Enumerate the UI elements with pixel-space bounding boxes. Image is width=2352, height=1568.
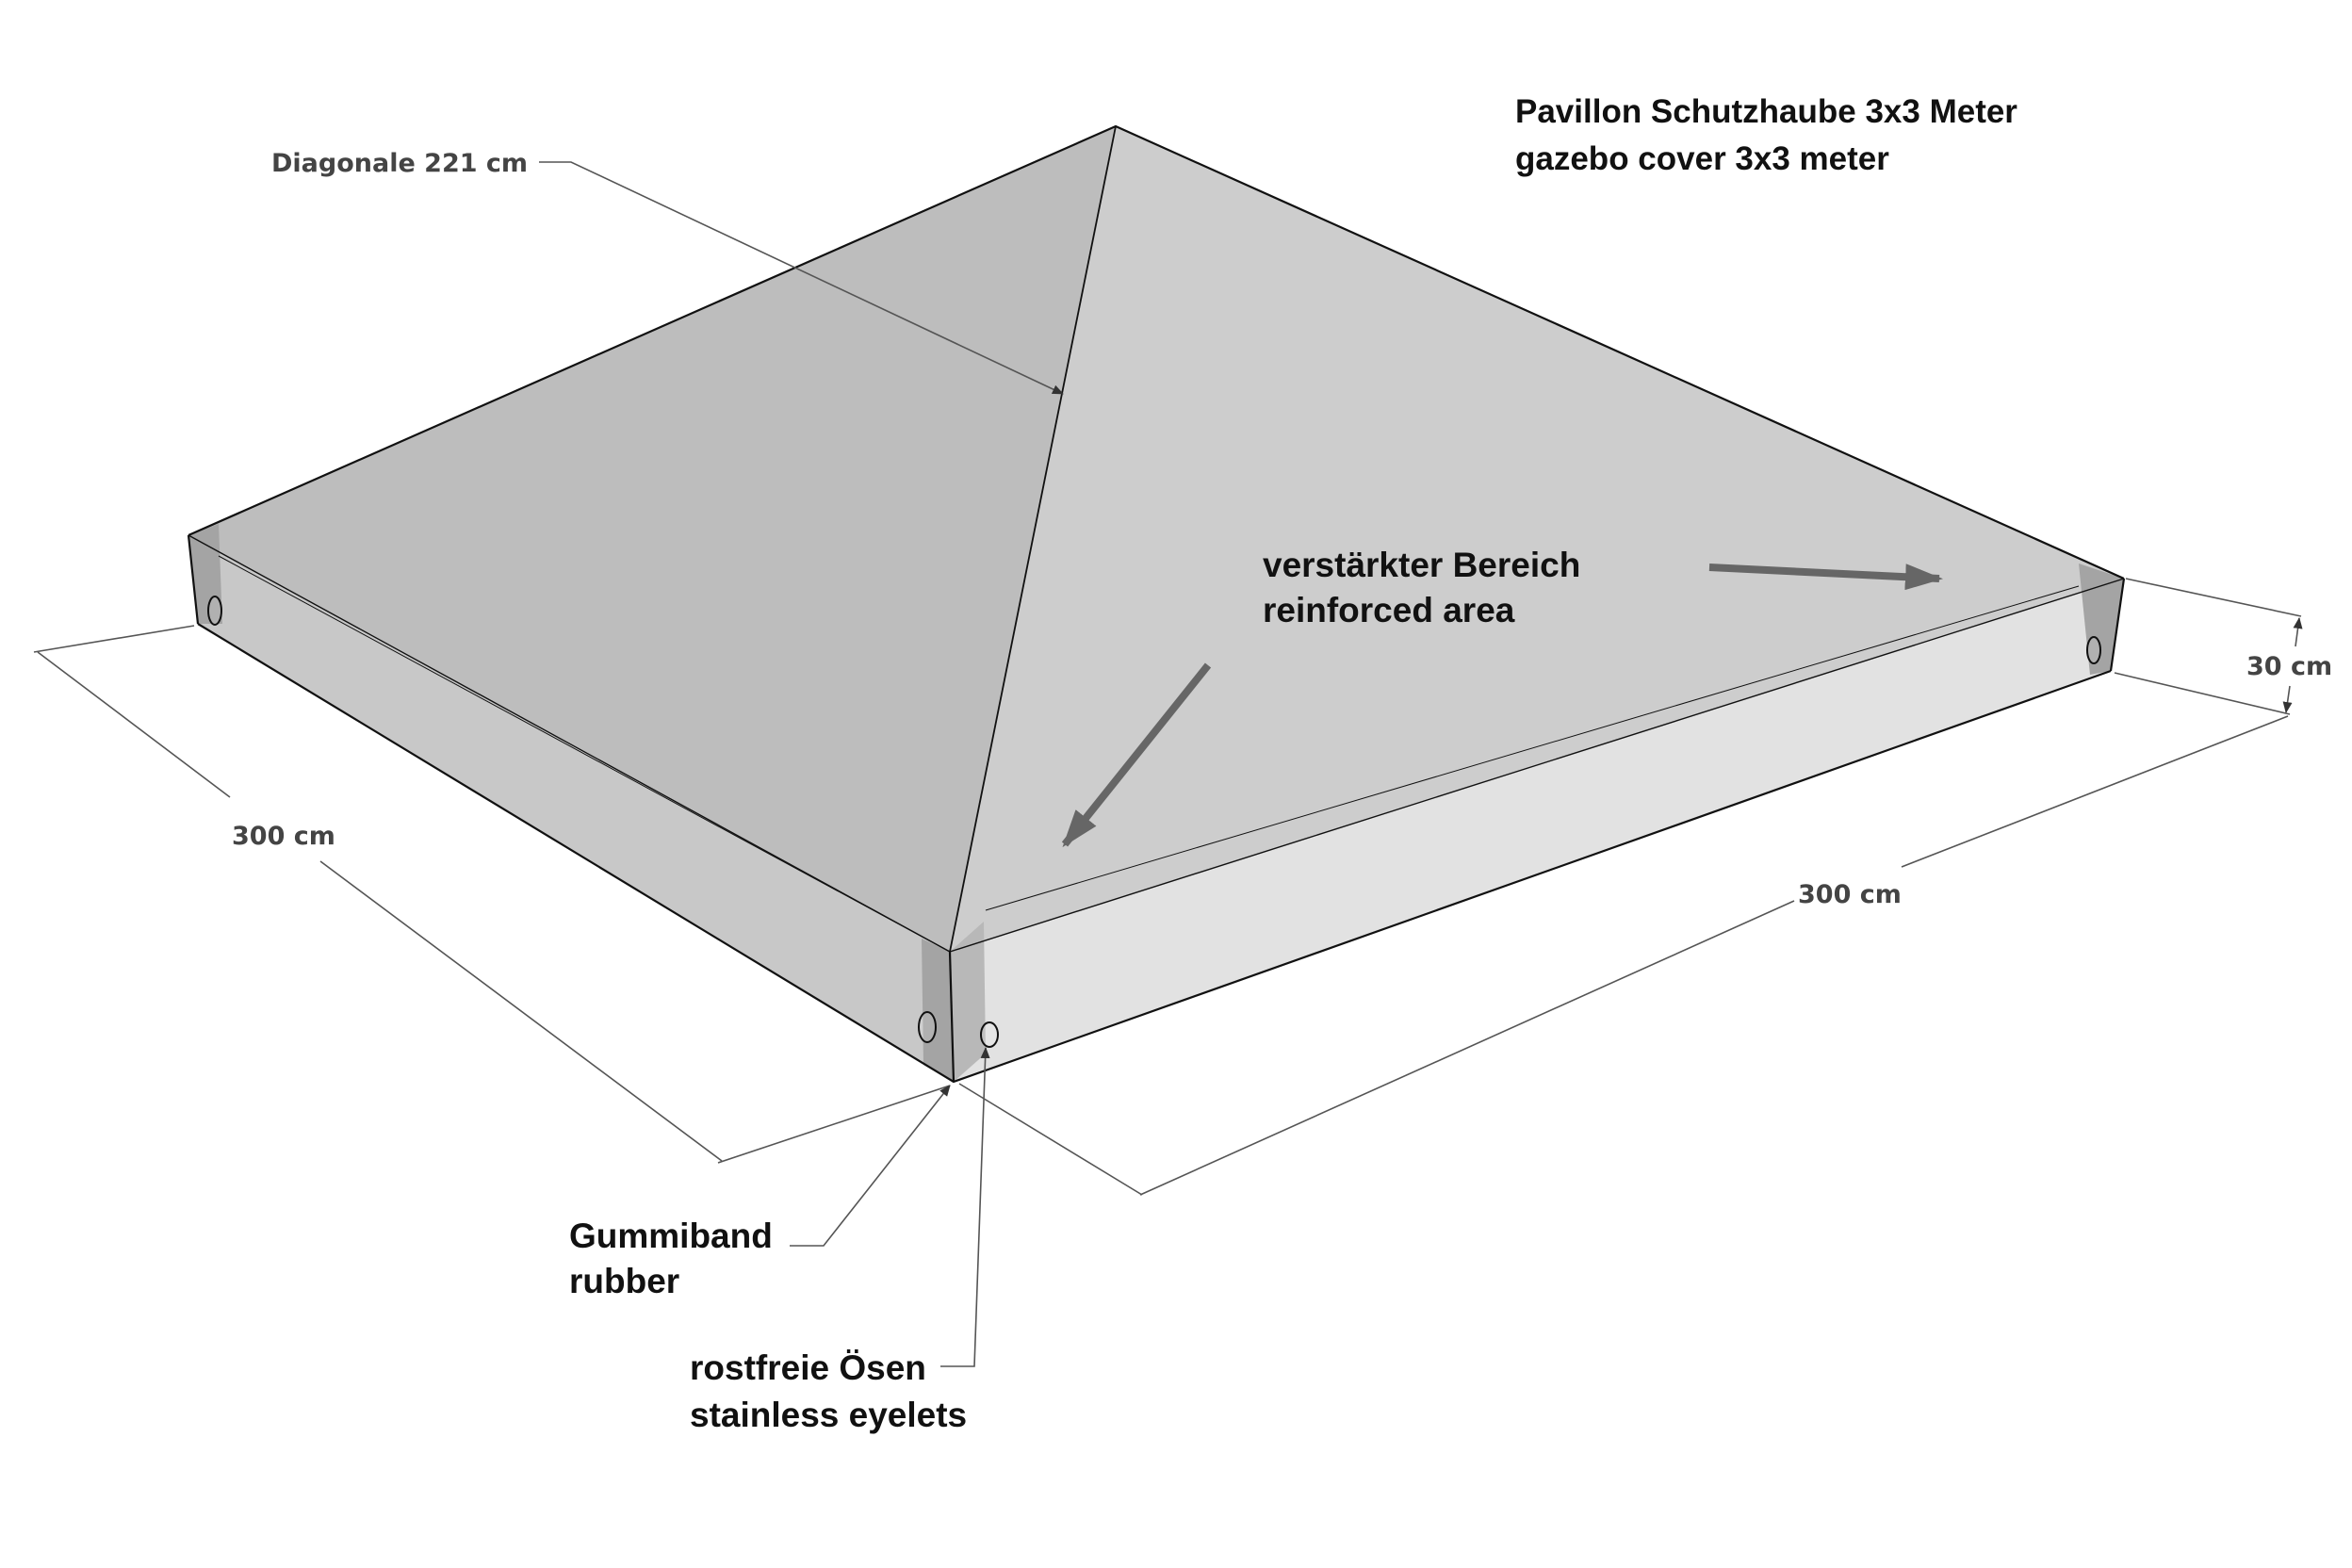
dim-left-ext-bottom: [717, 1085, 951, 1164]
roof-eave-right: [949, 578, 2125, 953]
roof-eave-left: [188, 534, 951, 953]
corner-edge-right: [2109, 578, 2126, 672]
dim-height-ext-top: [2125, 578, 2302, 617]
rubber-leader: [790, 1085, 951, 1247]
wall-top-right: [985, 585, 2080, 911]
rubber-label-en: rubber: [569, 1262, 679, 1300]
eyelet-front-right: [980, 1021, 999, 1048]
reinforced-arrow-front: [1061, 662, 1212, 848]
eyelet-right: [2086, 636, 2101, 664]
dim-right-line-a: [1139, 900, 1795, 1196]
eyelets-leader: [940, 1047, 990, 1367]
reinforced-label-de: verstärkter Bereich: [1263, 546, 1580, 584]
title-line-1: Pavillon Schutzhaube 3x3 Meter: [1515, 93, 2017, 130]
title-line-2: gazebo cover 3x3 meter: [1515, 140, 1889, 177]
roof-left-panel: [188, 126, 1116, 952]
dim-right-line-b: [1901, 715, 2289, 868]
corner-reinforcement-front-left: [922, 939, 954, 1082]
corner-reinforcement-front-right: [950, 922, 986, 1082]
side-wall-right: [950, 579, 2124, 1082]
dim-right-ext-left: [958, 1083, 1143, 1196]
dim-left-line-a: [37, 651, 231, 798]
width-left-label: 300 cm: [232, 822, 335, 851]
eyelets-label-en: stainless eyelets: [690, 1396, 967, 1434]
eyelets-label-de: rostfreie Ösen: [690, 1348, 926, 1387]
rubber-label-de: Gummiband: [569, 1217, 773, 1255]
roof-right-panel: [950, 126, 2124, 952]
height-label: 30 cm: [2246, 652, 2332, 681]
diagonal-label: Diagonale 221 cm: [271, 149, 528, 178]
dim-left-line-b: [319, 860, 723, 1162]
reinforced-label-en: reinforced area: [1263, 591, 1515, 629]
corner-edge-front: [948, 951, 956, 1083]
corner-reinforcement-right: [2079, 564, 2124, 675]
corner-edge-left: [187, 534, 200, 625]
reinforced-arrow-right: [1708, 564, 1943, 591]
wall-top-left: [218, 555, 951, 953]
side-wall-left: [188, 535, 954, 1082]
eyelet-left: [207, 596, 222, 626]
eyelet-front-left: [918, 1011, 937, 1043]
width-right-label: 300 cm: [1798, 880, 1902, 909]
dim-height-line-bottom: [2282, 685, 2293, 713]
diagonal-leader: [539, 161, 1064, 395]
dim-right-ext-right: [2114, 672, 2291, 715]
dim-left-ext-top: [33, 625, 195, 653]
roof-ridge-front: [949, 125, 1117, 953]
dim-height-line-top: [2293, 617, 2303, 647]
